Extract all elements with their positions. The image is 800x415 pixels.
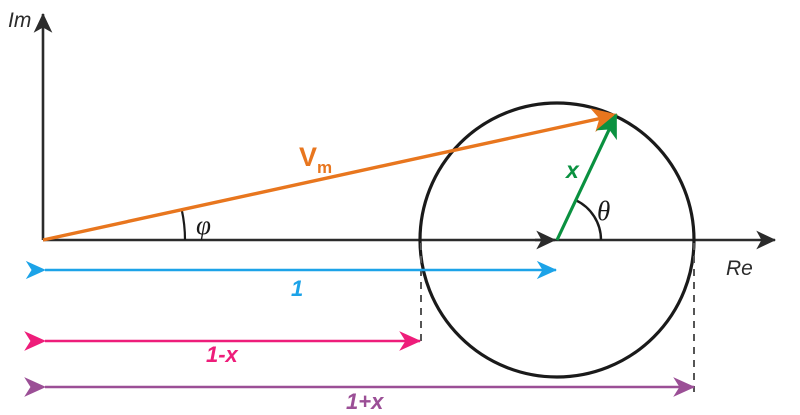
x-vector-arrow bbox=[555, 113, 618, 241]
vm-vector-arrow bbox=[42, 108, 618, 242]
real-axis-label: Re bbox=[726, 257, 753, 280]
vm-label-main: V bbox=[299, 142, 317, 172]
vm-vector-label: Vm bbox=[299, 142, 332, 177]
unit-offset-circle bbox=[418, 101, 696, 379]
dimension-label-one: 1 bbox=[291, 276, 303, 301]
theta-angle-arc bbox=[575, 199, 603, 241]
vm-label-subscript: m bbox=[317, 158, 332, 177]
phi-angle-label: φ bbox=[196, 210, 211, 240]
phi-angle-arc bbox=[180, 209, 187, 241]
x-vector-label: x bbox=[564, 157, 580, 183]
imaginary-axis-label: Im bbox=[8, 9, 31, 32]
theta-angle-label: θ bbox=[597, 196, 610, 226]
dimension-label-one-minus-x: 1-x bbox=[206, 342, 239, 367]
dimension-label-one-plus-x: 1+x bbox=[346, 389, 384, 414]
